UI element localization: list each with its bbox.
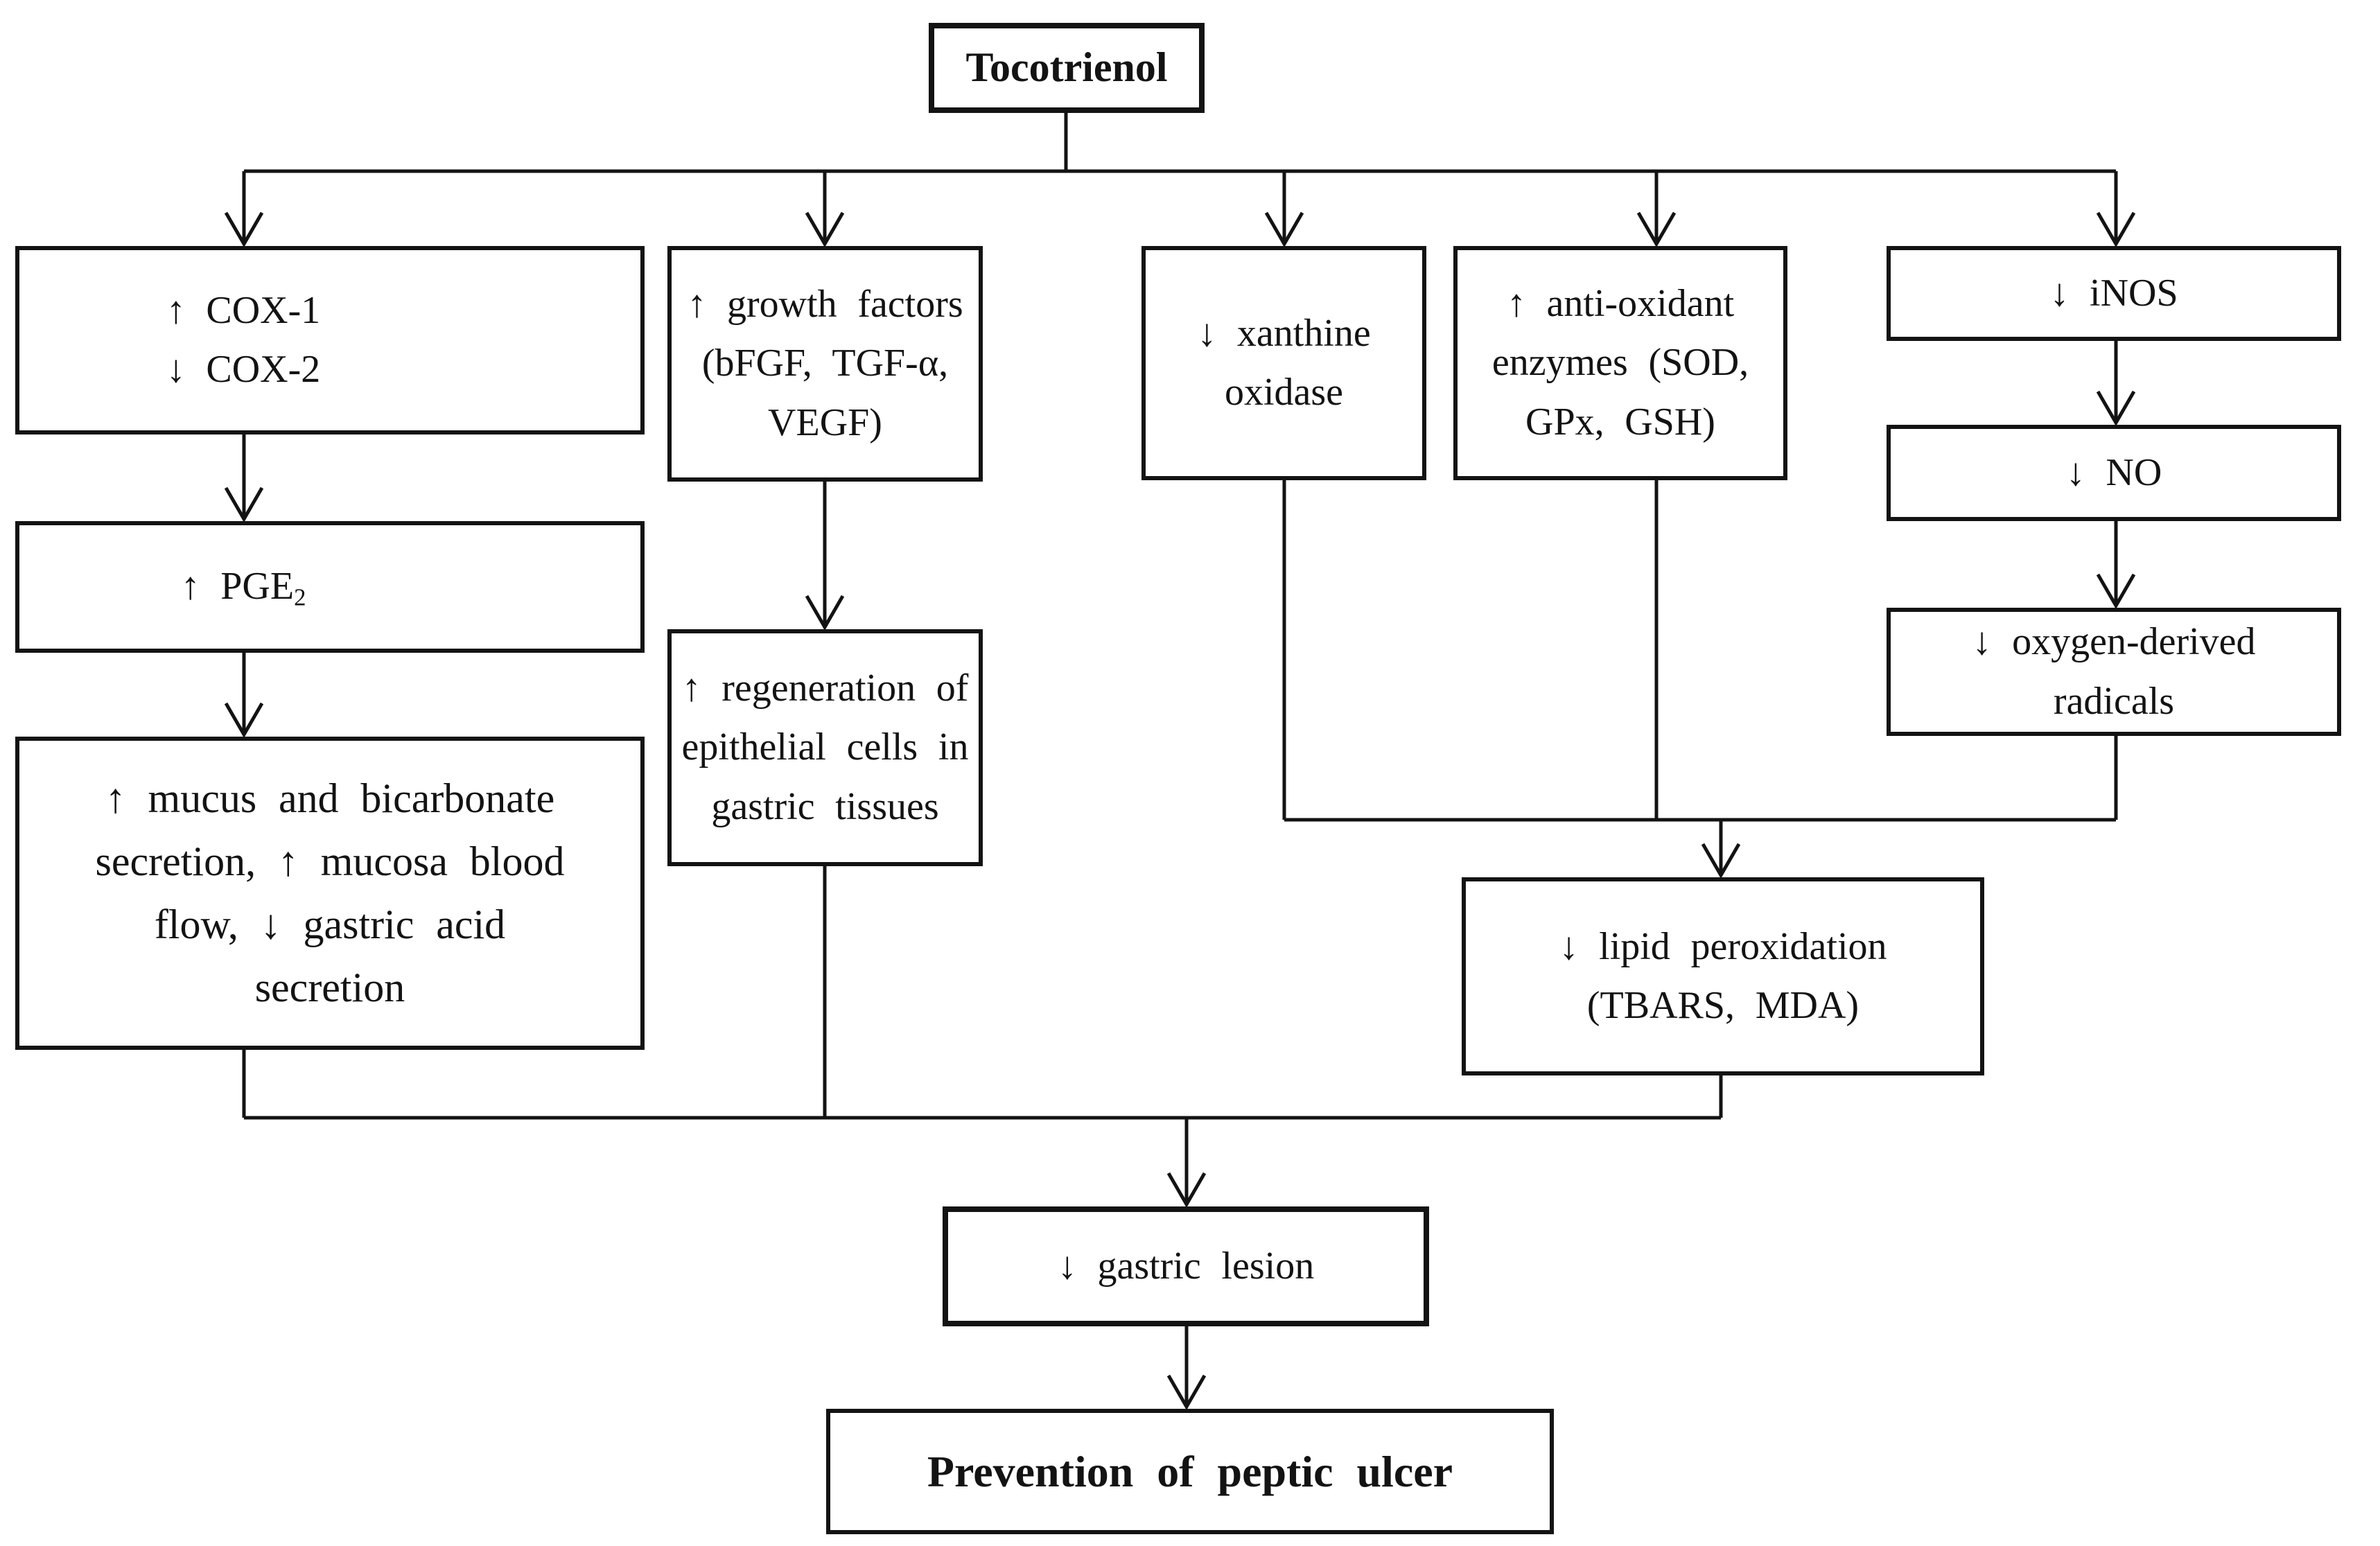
- node-antioxidant-enzymes: ↑ anti-oxidant enzymes (SOD, GPx, GSH): [1453, 246, 1787, 480]
- arrow-lesion-to-prevention: [1166, 1326, 1207, 1410]
- node-oxygen-radicals: ↓ oxygen-derived radicals: [1887, 608, 2341, 736]
- arrow-to-inos: [2096, 171, 2136, 247]
- arrow-growth-to-regeneration: [805, 482, 845, 631]
- arrow-to-antioxidant-enzymes: [1636, 171, 1677, 247]
- node-pge2: ↑ PGE2: [15, 521, 645, 653]
- arrow-cox-to-pge2: [224, 434, 264, 522]
- node-inos: ↓ iNOS: [1887, 246, 2341, 341]
- arrow-inos-to-no: [2096, 341, 2136, 426]
- node-lipid-peroxidation: ↓ lipid peroxidation (TBARS, MDA): [1462, 877, 1984, 1075]
- node-prevention: Prevention of peptic ulcer: [826, 1409, 1554, 1534]
- node-growth-factors: ↑ growth factors (bFGF, TGF-α, VEGF): [667, 246, 983, 482]
- node-xanthine-oxidase: ↓ xanthine oxidase: [1141, 246, 1426, 480]
- arrow-merge-to-lipid: [1701, 820, 1741, 879]
- node-mucus-secretion: ↑ mucus and bicarbonate secretion, ↑ muc…: [15, 737, 645, 1050]
- node-no: ↓ NO: [1887, 425, 2341, 521]
- node-tocotrienol: Tocotrienol: [929, 23, 1205, 113]
- arrow-collector-to-lesion: [1166, 1118, 1207, 1208]
- node-gastric-lesion: ↓ gastric lesion: [943, 1206, 1429, 1326]
- arrow-to-cox: [224, 171, 264, 247]
- arrow-to-xanthine-oxidase: [1264, 171, 1304, 247]
- arrow-to-growth-factors: [805, 171, 845, 247]
- node-cox: ↑ COX-1 ↓ COX-2: [15, 246, 645, 434]
- arrow-pge2-to-mucus: [224, 653, 264, 738]
- node-regeneration: ↑ regeneration of epithelial cells in ga…: [667, 629, 983, 866]
- pge2-subscript: 2: [294, 584, 306, 612]
- arrow-no-to-oxygen: [2096, 521, 2136, 609]
